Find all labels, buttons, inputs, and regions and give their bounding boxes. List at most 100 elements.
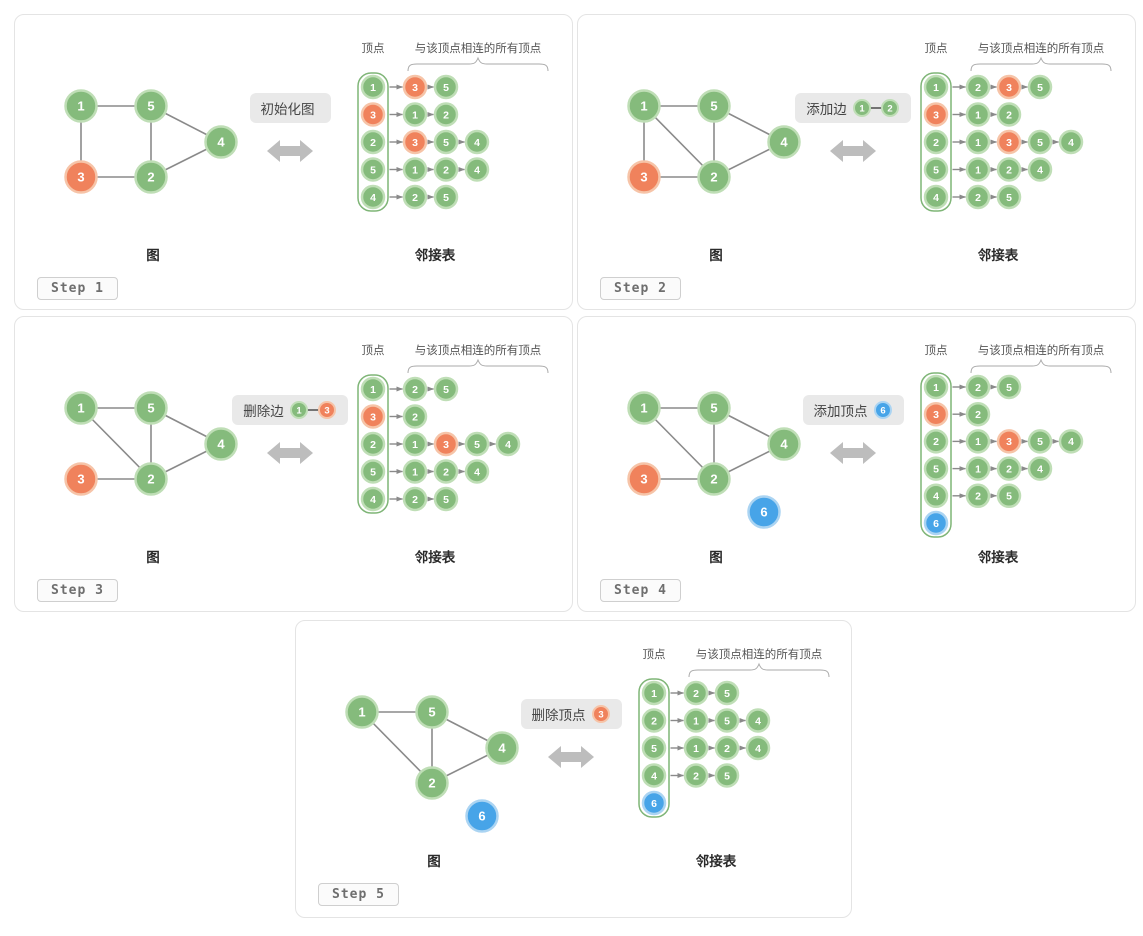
list-node-2 [433, 102, 459, 127]
list-header-vertex: 顶点 [925, 344, 948, 357]
double-arrow-shape [830, 140, 876, 162]
graph-node-2-label: 2 [147, 472, 154, 487]
graph-node-5 [697, 391, 731, 425]
chip-node-label: 3 [598, 709, 603, 720]
operation-chips: 6 [873, 400, 893, 420]
neighbor-brace [407, 56, 549, 72]
list-node-4-label: 4 [474, 164, 480, 176]
chip-node-1 [852, 99, 871, 117]
operation-chips: 3 [591, 704, 611, 724]
graph-node-2-label: 2 [710, 170, 717, 185]
list-header-vertex: 顶点 [925, 42, 948, 55]
list-node-1-label: 1 [412, 439, 418, 451]
operation-chip-group: 6 [873, 401, 892, 419]
graph-node-4-label: 4 [498, 741, 506, 756]
chip-node-label: 1 [859, 103, 865, 114]
list-node-5 [714, 680, 740, 706]
graph-caption: 图 [146, 550, 160, 565]
list-vertex-1-label: 1 [651, 688, 657, 700]
list-node-5 [714, 763, 740, 788]
list-vertex-1 [360, 376, 386, 402]
graph-node-6 [747, 495, 781, 529]
list-node-5-label: 5 [443, 137, 449, 149]
list-vertex-2-label: 2 [370, 439, 376, 451]
list-node-2-label: 2 [724, 743, 730, 755]
list-vertex-6-label: 6 [933, 518, 939, 530]
graph-node-1 [64, 89, 98, 123]
operation-label: 添加顶点 [813, 404, 868, 419]
list-node-5 [1027, 74, 1053, 100]
list-node-2 [402, 486, 428, 512]
list-vertex-2 [923, 429, 949, 454]
graph-node-2-label: 2 [147, 170, 154, 185]
list-node-5-label: 5 [1006, 491, 1012, 503]
graph-node-3 [64, 160, 98, 194]
neighbor-brace [407, 358, 549, 374]
list-node-4 [1027, 157, 1053, 182]
vertex-column-box [638, 678, 670, 818]
graph-node-1-label: 1 [640, 99, 647, 114]
list-node-5-label: 5 [1006, 192, 1012, 204]
list-node-2-label: 2 [412, 192, 418, 204]
list-node-2-label: 2 [693, 770, 699, 782]
list-node-4-label: 4 [755, 715, 761, 727]
graph-node-5-label: 5 [428, 705, 435, 720]
list-node-2 [996, 456, 1022, 481]
list-node-2-label: 2 [412, 494, 418, 506]
list-node-1-label: 1 [412, 164, 418, 176]
operation-column: 初始化图 [210, 93, 370, 164]
list-vertex-2 [360, 431, 386, 457]
operation-column: 添加顶点 6 [773, 395, 933, 466]
graph-node-4-label: 4 [217, 437, 225, 452]
list-header-neighbors: 与该顶点相连的所有顶点 [415, 41, 542, 55]
graph-caption: 图 [146, 248, 160, 263]
graph-caption: 图 [427, 854, 441, 869]
list-node-1-label: 1 [975, 463, 981, 475]
list-node-1 [965, 157, 991, 182]
graph-node-2 [134, 160, 168, 194]
adjacency-caption: 邻接表 [695, 854, 737, 869]
list-header-vertex: 顶点 [362, 344, 385, 357]
list-node-3-label: 3 [1006, 82, 1012, 94]
list-vertex-3 [923, 401, 949, 427]
list-node-4-label: 4 [1068, 137, 1074, 149]
list-node-5-label: 5 [443, 494, 449, 506]
double-arrow-shape [267, 442, 313, 464]
list-vertex-1-label: 1 [370, 82, 376, 94]
graph-node-3-label: 3 [640, 170, 647, 185]
list-node-5 [433, 486, 459, 512]
list-vertex-4 [360, 184, 386, 210]
list-vertex-1-label: 1 [370, 384, 376, 396]
list-vertex-6 [923, 510, 949, 536]
list-vertex-4-label: 4 [933, 192, 939, 204]
list-vertex-5 [923, 157, 949, 182]
list-node-5-label: 5 [724, 715, 730, 727]
chip-node-label: 1 [296, 405, 302, 416]
list-node-2-label: 2 [1006, 463, 1012, 475]
list-node-5-label: 5 [443, 82, 449, 94]
graph-node-1 [627, 391, 661, 425]
list-node-4-label: 4 [505, 439, 511, 451]
graph-node-5 [415, 695, 449, 729]
double-arrow-icon [830, 442, 876, 464]
list-header-neighbors: 与该顶点相连的所有顶点 [415, 343, 542, 357]
list-vertex-5-label: 5 [651, 743, 657, 755]
list-node-1 [402, 431, 428, 457]
list-node-3 [402, 74, 428, 100]
list-node-1 [683, 708, 709, 733]
double-arrow-shape [548, 746, 594, 768]
neighbor-brace [688, 662, 830, 678]
chip-node-2 [880, 99, 899, 117]
list-node-5 [714, 708, 740, 733]
list-node-2 [965, 401, 991, 427]
list-node-3-label: 3 [1006, 137, 1012, 149]
list-node-2-label: 2 [1006, 164, 1012, 176]
list-node-1-label: 1 [693, 743, 699, 755]
list-node-5 [464, 431, 490, 457]
